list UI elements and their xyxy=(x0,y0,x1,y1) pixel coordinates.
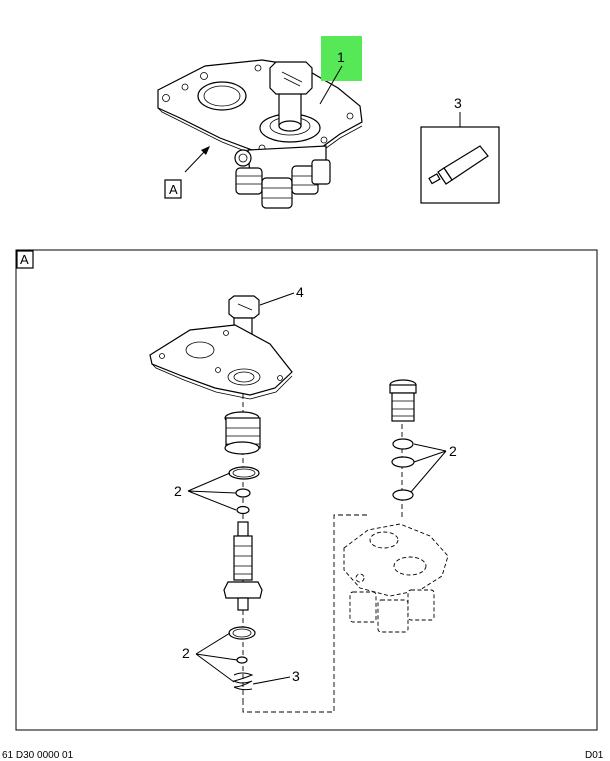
left-exploded-stack xyxy=(149,295,293,700)
footer-right-code: D01 xyxy=(585,750,604,761)
callout-3-top: 3 xyxy=(454,95,462,111)
view-a-frame xyxy=(15,249,598,731)
right-exploded-stack xyxy=(389,379,417,520)
assembly-path xyxy=(242,514,370,713)
view-a-marker: A xyxy=(169,182,178,197)
callout-1: 1 xyxy=(337,49,345,65)
view-a-frame-label: A xyxy=(20,252,29,267)
valve-assembly-illustration xyxy=(157,59,363,209)
callout-2-upper: 2 xyxy=(174,483,182,499)
callout-2-lower: 2 xyxy=(182,645,190,661)
drawing-number: 61 D30 0000 01 xyxy=(2,750,74,761)
callout-4: 4 xyxy=(296,284,304,300)
callout-3-lower: 3 xyxy=(292,668,300,684)
ghost-valve-body xyxy=(343,523,449,633)
lubricant-tube-icon xyxy=(428,145,489,185)
part-1-highlight xyxy=(321,36,362,81)
callout-2-right: 2 xyxy=(449,443,457,459)
